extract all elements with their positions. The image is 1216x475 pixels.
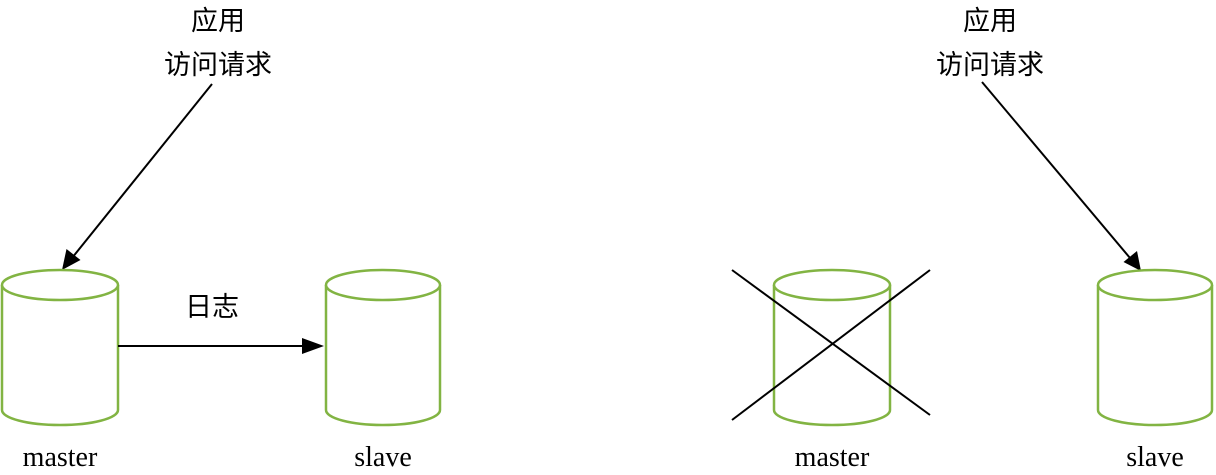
left-slave-label: slave [354,442,412,473]
right-slave-database [1096,268,1214,427]
arrowhead-icon [302,338,324,354]
right-request-label-line2: 访问请求 [936,50,1044,81]
right-master-label: master [795,442,870,473]
log-label: 日志 [185,292,239,323]
left-master-database [0,268,120,427]
left-panel: 应用 访问请求 master 日志 slave [0,6,442,473]
arrowhead-icon [62,249,81,270]
right-request-arrow [981,81,1141,271]
log-arrow [118,338,324,354]
left-slave-database [324,268,442,427]
left-request-label-line1: 应用 [191,6,245,37]
right-panel: 应用 访问请求 master slave [731,6,1214,473]
left-master-label: master [23,442,98,473]
failed-cross-icon [731,269,931,421]
right-request-label-line1: 应用 [963,6,1017,37]
left-request-arrow [62,83,213,270]
arrowhead-icon [1123,251,1141,271]
right-slave-label: slave [1126,442,1184,473]
left-request-label-line2: 访问请求 [164,50,272,81]
right-master-database [772,268,892,427]
